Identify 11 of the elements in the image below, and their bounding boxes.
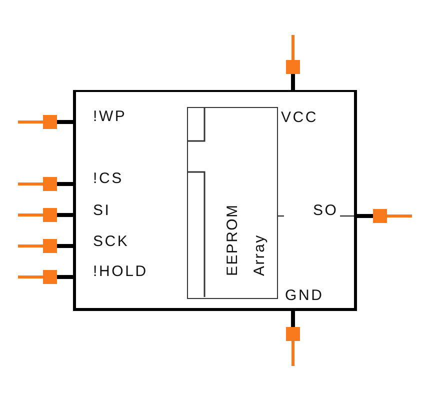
memory-array-box (187, 107, 278, 299)
pin-label: !WP (93, 109, 127, 124)
pin-label: VCC (281, 110, 318, 126)
pin-label: !CS (93, 171, 124, 186)
pin-label: GND (285, 288, 324, 304)
pin-label: !HOLD (93, 264, 148, 280)
block-label: EEPROM Array (223, 202, 269, 276)
pin-label: SCK (93, 234, 130, 250)
pin-label: SI (93, 203, 111, 218)
chip-outline (73, 90, 357, 311)
pin-label: SO (313, 203, 338, 218)
